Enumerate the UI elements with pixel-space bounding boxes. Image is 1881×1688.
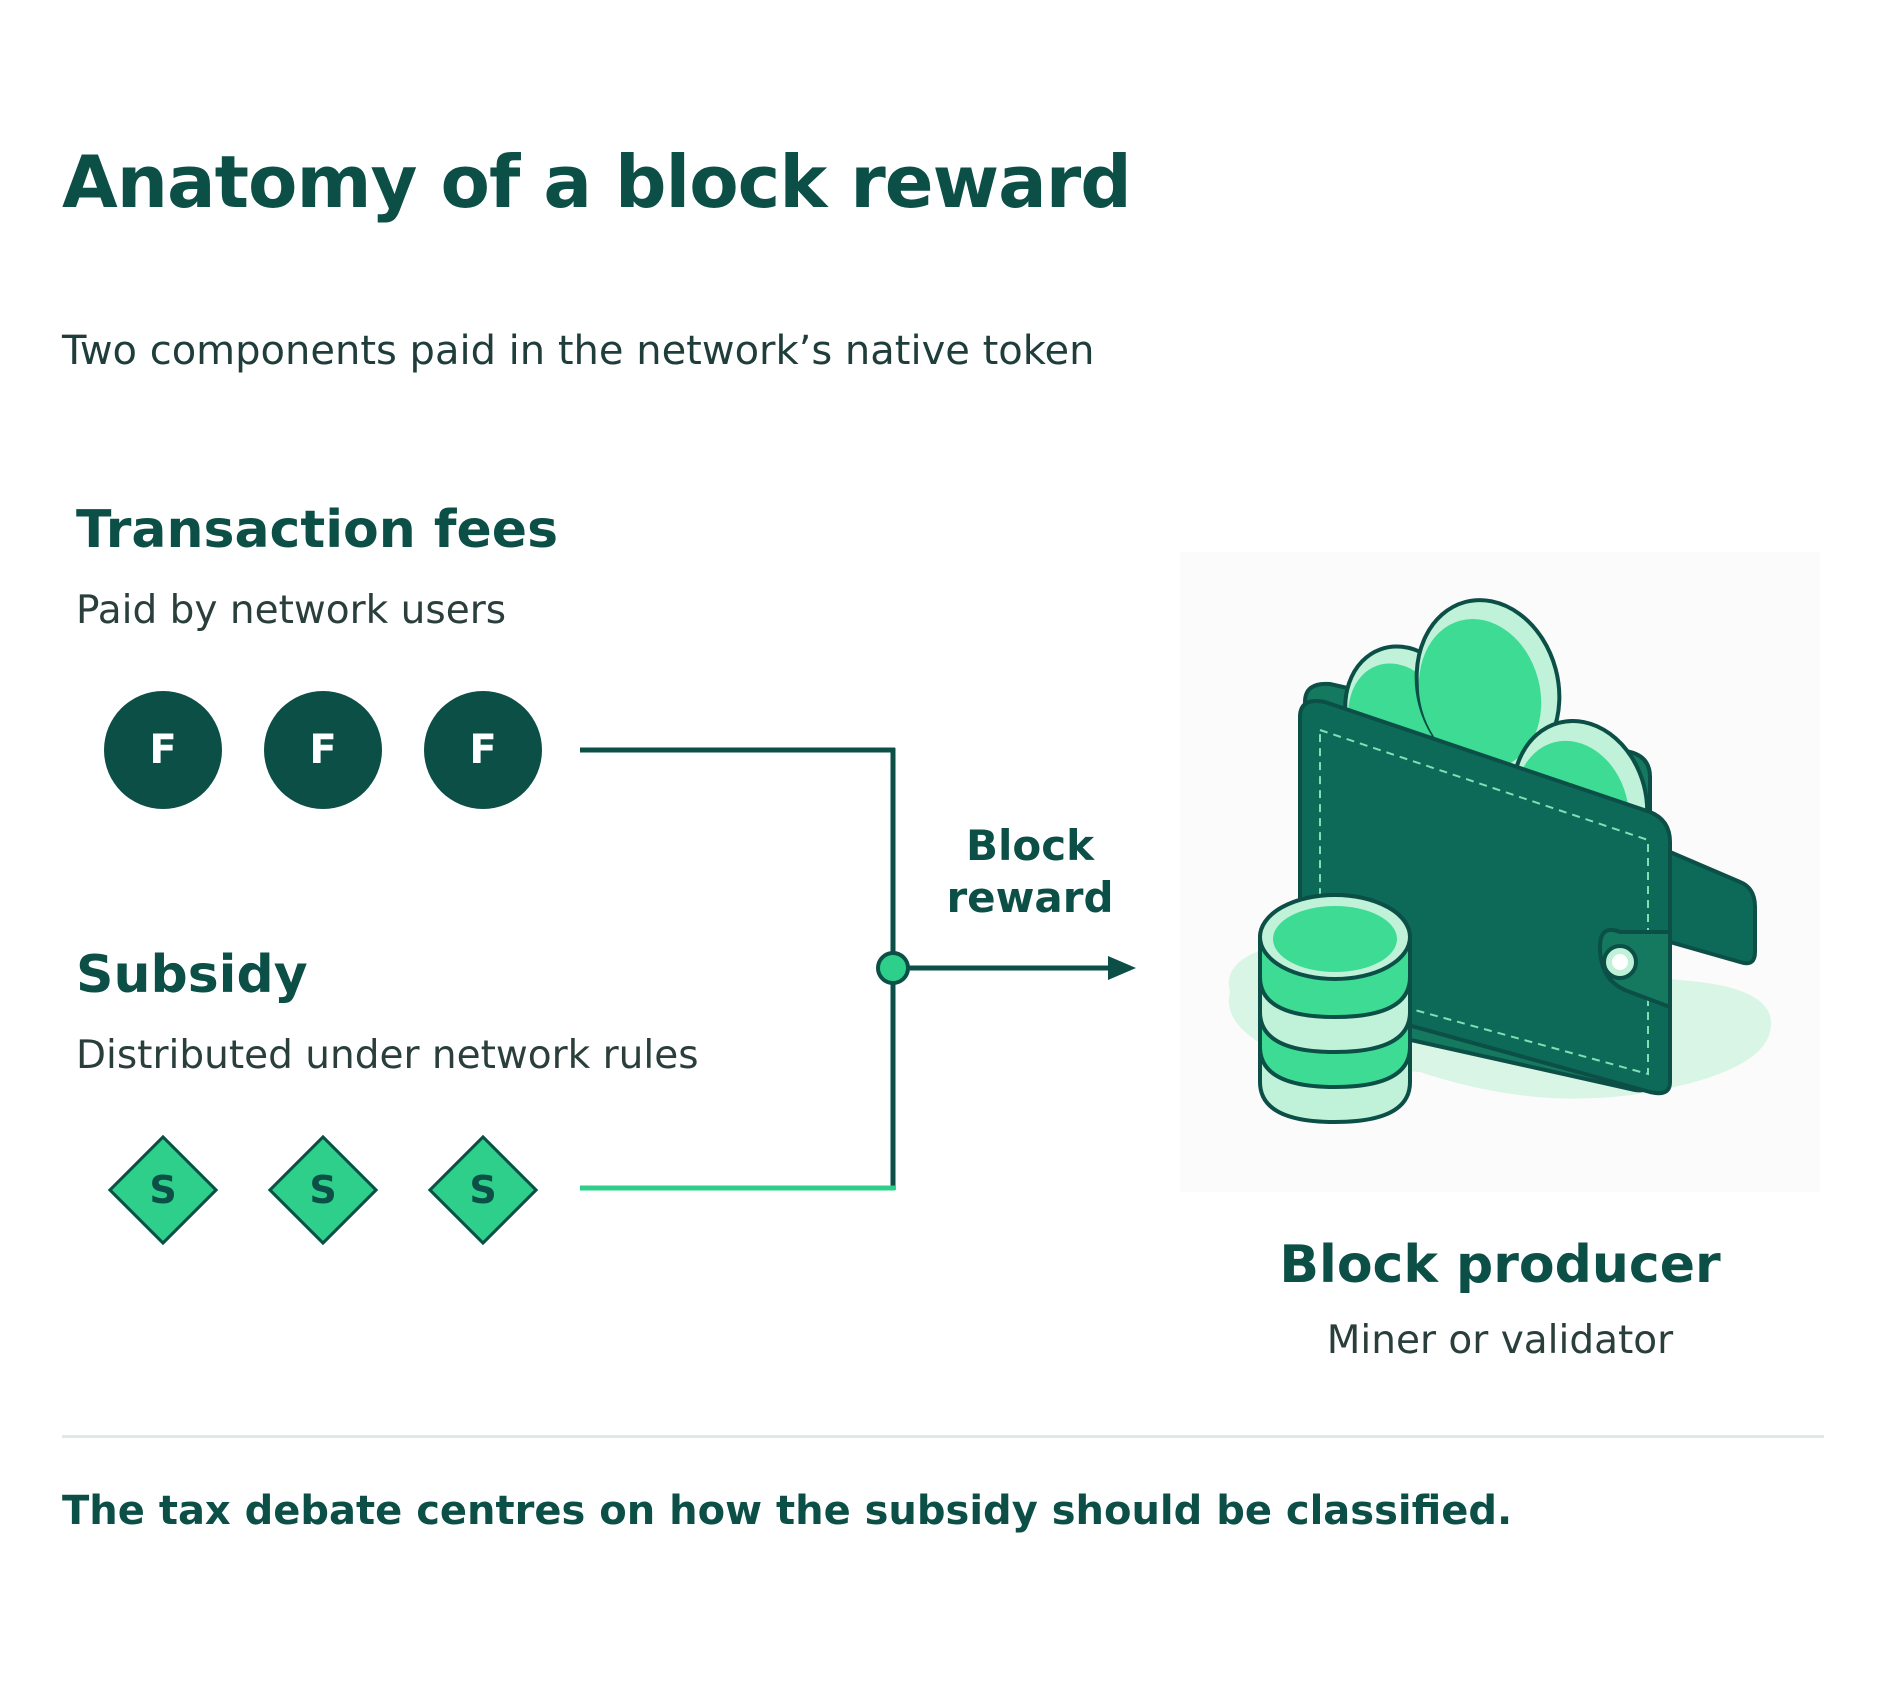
page-title: Anatomy of a block reward [62, 140, 1132, 224]
producer-title: Block producer [1279, 1235, 1721, 1295]
arrow-head-icon [1108, 956, 1136, 980]
fee-coin: F [104, 691, 222, 809]
subsidy-token: S [103, 1130, 223, 1250]
subsidy-token: S [263, 1130, 383, 1250]
fee-coin-label: F [469, 727, 497, 773]
subsidy-title: Subsidy [76, 945, 308, 1005]
block-reward-label-line1: Block [965, 821, 1095, 870]
footnote: The tax debate centres on how the subsid… [62, 1488, 1513, 1534]
fee-coin-label: F [309, 727, 337, 773]
fee-coin: F [264, 691, 382, 809]
subsidy-description: Distributed under network rules [76, 1033, 699, 1078]
section-divider [62, 1435, 1824, 1438]
block-reward-label-line2: reward [946, 873, 1114, 922]
subsidy-token: S [423, 1130, 543, 1250]
fee-coin-label: F [149, 727, 177, 773]
subsidy-token-label: S [309, 1168, 337, 1212]
page-subtitle: Two components paid in the network’s nat… [62, 328, 1095, 374]
wallet-coins-icon [1228, 598, 1772, 1125]
subsidy-token-label: S [469, 1168, 497, 1212]
fees-title: Transaction fees [76, 500, 559, 560]
producer-description: Miner or validator [1326, 1318, 1674, 1363]
fees-description: Paid by network users [76, 588, 507, 633]
fee-coin: F [424, 691, 542, 809]
block-reward-label: Block reward [935, 820, 1125, 924]
junction-node-icon [876, 951, 910, 985]
subsidy-token-label: S [149, 1168, 177, 1212]
